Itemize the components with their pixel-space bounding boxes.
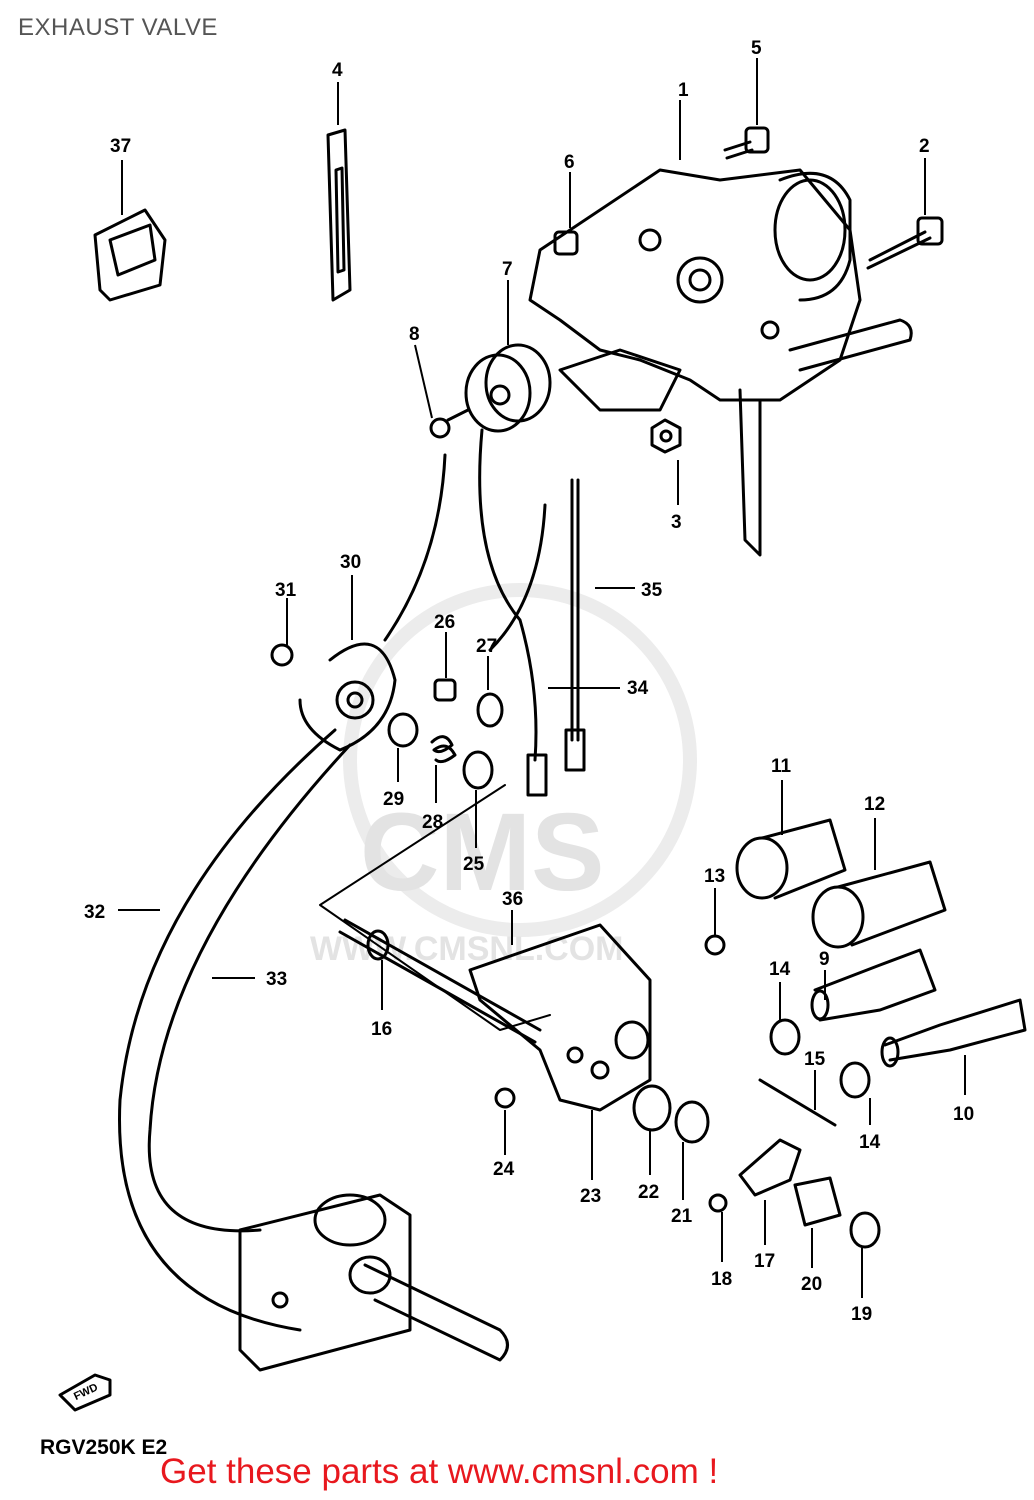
callout-10: 10 [953, 1104, 974, 1125]
callout-29: 29 [383, 789, 404, 810]
pin-15 [758, 1078, 837, 1127]
collar-19 [849, 1211, 881, 1249]
bolt-2 [866, 216, 944, 270]
cable-adjuster-35 [564, 728, 586, 772]
callout-3: 3 [671, 512, 682, 533]
model-code: RGV250K E2 [40, 1436, 168, 1459]
callout-31: 31 [275, 580, 297, 601]
bush-29 [387, 712, 419, 748]
servo-motor-housing [528, 168, 913, 557]
callout-17: 17 [754, 1251, 775, 1272]
watermark: CMS WWW.CMSNL.COM [310, 583, 697, 968]
callout-14-lower: 14 [859, 1132, 881, 1153]
bolt-5 [723, 126, 770, 160]
bush-21 [674, 1100, 710, 1144]
screw-8 [429, 408, 470, 439]
bolt-26 [433, 678, 457, 702]
callout-21: 21 [671, 1206, 693, 1227]
cable-33 [147, 743, 352, 1233]
callout-19: 19 [851, 1304, 872, 1325]
callout-4: 4 [332, 60, 343, 81]
strip-4 [326, 128, 352, 302]
callout-7: 7 [502, 259, 513, 280]
callout-33: 33 [266, 969, 287, 990]
fwd-arrow [58, 1373, 112, 1412]
oil-seal-22 [632, 1084, 672, 1132]
screw-18 [708, 1193, 728, 1213]
spring-28 [430, 735, 457, 764]
callout-35: 35 [641, 580, 663, 601]
callout-27: 27 [476, 636, 497, 657]
callout-5: 5 [751, 38, 762, 59]
cable-inner [488, 503, 547, 652]
callout-15: 15 [804, 1049, 826, 1070]
callout-12: 12 [864, 794, 885, 815]
grommet-6 [553, 230, 579, 256]
lower-bracket [238, 1193, 509, 1372]
callout-34: 34 [627, 678, 649, 699]
callout-8: 8 [409, 324, 420, 345]
callout-32: 32 [84, 902, 105, 923]
sleeve-20 [793, 1176, 842, 1227]
washer-27 [476, 692, 504, 728]
callout-18: 18 [711, 1269, 732, 1290]
callout-36: 36 [502, 889, 523, 910]
shaft-9 [810, 948, 937, 1022]
shaft-36 [338, 918, 652, 1112]
washer-25 [462, 750, 494, 790]
screw-31 [270, 643, 294, 667]
leader-lines [118, 58, 966, 1298]
watermark-site: WWW.CMSNL.COM [310, 930, 624, 968]
callout-30: 30 [340, 552, 361, 573]
callout-numbers: 1 2 3 4 5 6 7 8 9 10 11 12 13 14 14 15 1… [84, 38, 974, 1325]
callout-24: 24 [493, 1159, 515, 1180]
bush-14-upper [769, 1018, 801, 1056]
shaft-10 [880, 998, 1027, 1068]
promo-link-text[interactable]: Get these parts at www.cmsnl.com ! [160, 1452, 719, 1491]
callout-9: 9 [819, 949, 830, 970]
callout-13: 13 [704, 866, 725, 887]
callout-6: 6 [564, 152, 575, 173]
callout-16: 16 [371, 1019, 392, 1040]
pulley-7 [464, 343, 552, 433]
sleeve-11 [735, 818, 847, 900]
screw-24 [494, 1087, 516, 1109]
callout-14-upper: 14 [769, 959, 791, 980]
screw-13 [704, 934, 726, 956]
callout-26: 26 [434, 612, 455, 633]
bush-14-lower [839, 1061, 871, 1099]
cable-upper-left [383, 453, 447, 642]
pulley-30 [298, 642, 397, 752]
page-title: EXHAUST VALVE [18, 14, 218, 41]
callout-28: 28 [422, 812, 443, 833]
callout-25: 25 [463, 854, 485, 875]
cable-adjuster-34 [526, 753, 548, 797]
callout-23: 23 [580, 1186, 601, 1207]
nut-3 [650, 418, 682, 454]
callout-20: 20 [801, 1274, 822, 1295]
callout-37: 37 [110, 136, 131, 157]
callout-11: 11 [771, 756, 792, 777]
cable-32 [118, 728, 337, 1332]
parts-linework [58, 126, 1027, 1412]
callout-1: 1 [678, 80, 689, 101]
clamp-37 [93, 208, 167, 302]
callout-22: 22 [638, 1182, 659, 1203]
lever-17 [738, 1138, 802, 1197]
callout-2: 2 [919, 136, 930, 157]
sleeve-12 [811, 860, 947, 949]
